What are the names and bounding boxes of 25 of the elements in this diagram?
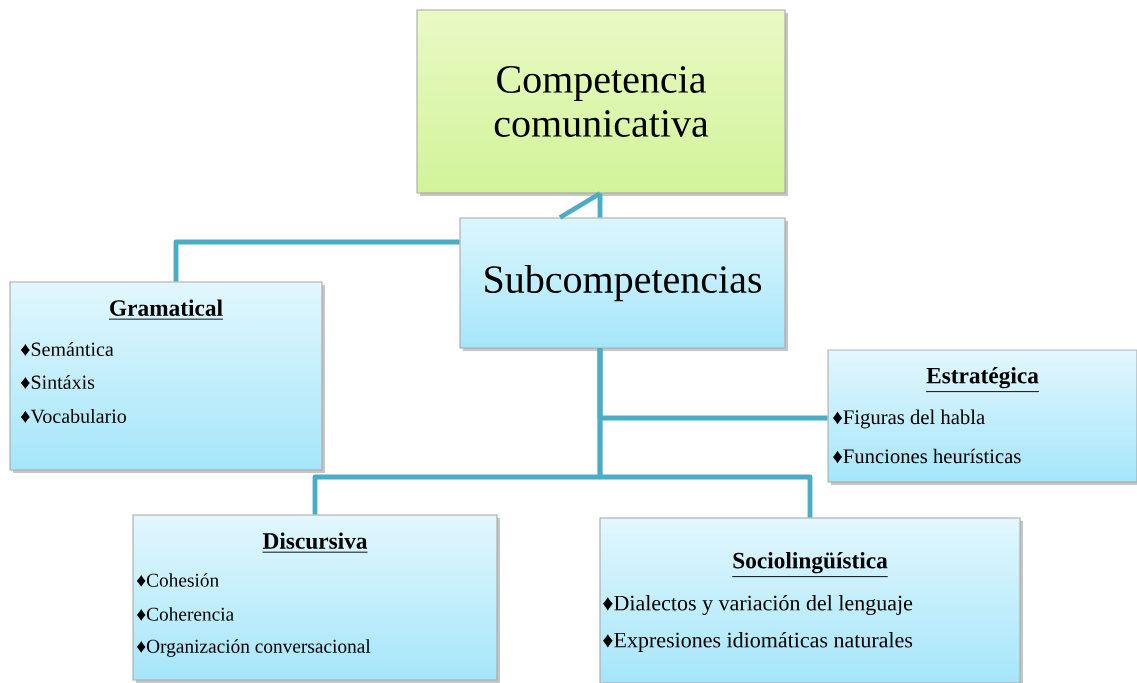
title-text: Competencia comunicativa — [494, 66, 709, 137]
connector-line — [597, 348, 813, 518]
heading: Discursiva — [262, 532, 368, 553]
list-item: ♦Vocabulario — [20, 408, 126, 424]
list-item: ♦Figuras del habla — [832, 409, 985, 429]
connector-line — [173, 239, 460, 282]
category-box — [599, 517, 1023, 683]
list-item: ♦Expresiones idiomáticas naturales — [603, 632, 913, 652]
heading: Sociolingüística — [731, 552, 889, 578]
list-item: ♦Dialectos y variación del lenguaje — [603, 595, 913, 616]
concept-box — [416, 9, 788, 196]
list-item: ♦Semántica — [20, 341, 114, 357]
category-box — [827, 349, 1137, 485]
category-box — [132, 514, 500, 683]
heading: Gramatical — [108, 299, 224, 320]
list-item: ♦Cohesión — [136, 573, 219, 587]
heading: Estratégica — [925, 367, 1040, 393]
list-item: ♦Organización conversacional — [136, 639, 371, 657]
title-text: Subcompetencias — [485, 264, 762, 302]
list-item: ♦Funciones heurísticas — [832, 448, 1021, 464]
list-item: ♦Sintáxis — [20, 374, 95, 390]
list-item: ♦Coherencia — [136, 607, 234, 621]
connector-line — [557, 191, 603, 220]
concept-box — [459, 217, 788, 351]
category-box — [9, 281, 325, 473]
